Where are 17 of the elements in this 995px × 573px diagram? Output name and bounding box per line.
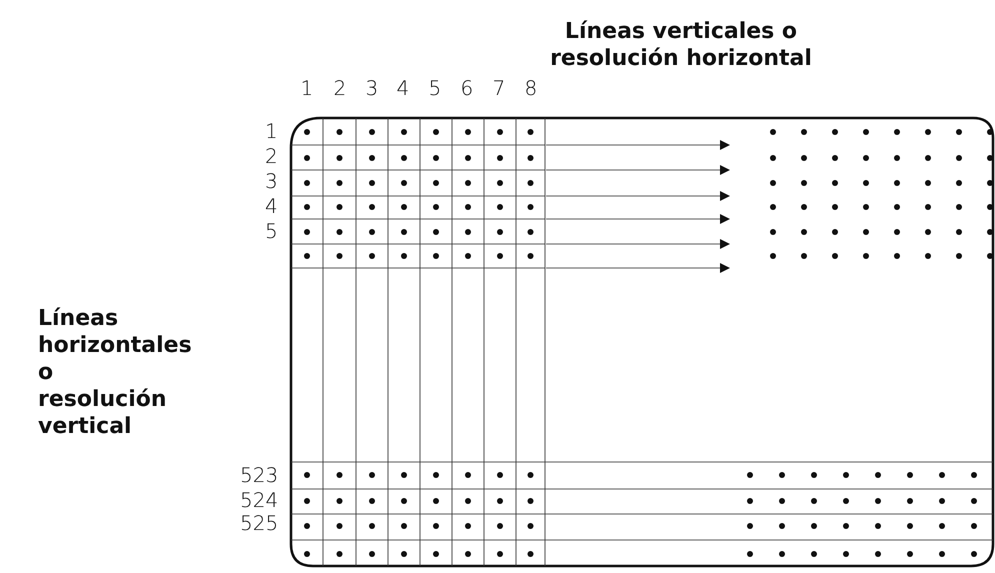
column-number: 4 xyxy=(396,78,410,98)
column-number: 2 xyxy=(334,78,346,98)
column-number: 6 xyxy=(460,78,474,98)
row-number: 523 xyxy=(240,465,278,485)
row-number: 3 xyxy=(265,171,278,191)
row-number: 525 xyxy=(240,513,278,533)
column-number: 5 xyxy=(428,78,442,98)
axis-heading: Líneas verticales o resolución horizontal xyxy=(549,18,813,72)
row-number: 1 xyxy=(265,121,278,141)
column-number: 1 xyxy=(300,78,314,98)
row-number: 4 xyxy=(265,196,278,216)
row-number: 2 xyxy=(265,146,278,166)
column-number: 8 xyxy=(524,78,538,98)
column-number: 3 xyxy=(366,78,378,98)
column-number: 7 xyxy=(492,78,506,98)
row-number: 5 xyxy=(265,221,278,241)
row-number: 524 xyxy=(240,490,278,510)
